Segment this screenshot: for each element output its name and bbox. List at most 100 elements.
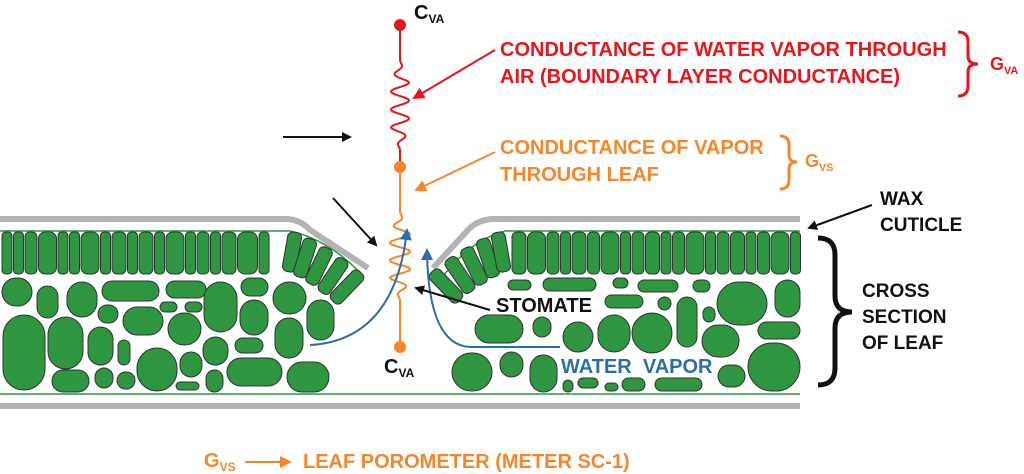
leaf-cell xyxy=(546,231,560,275)
leaf-cell xyxy=(562,321,594,353)
leaf-resistor xyxy=(388,211,412,301)
leaf-cell xyxy=(562,379,574,393)
leaf-cells xyxy=(1,231,801,393)
leaf-cell xyxy=(444,256,476,294)
c-va-top-node xyxy=(394,19,406,31)
leaf-cell xyxy=(185,231,196,275)
wax-cuticle-line-1: WAX xyxy=(880,189,924,210)
leaf-cell xyxy=(692,279,711,293)
leaf-cell xyxy=(490,231,512,273)
g-va-label: GVA xyxy=(990,54,1019,77)
leaf-cell xyxy=(716,231,730,275)
leaf-cell xyxy=(637,279,679,293)
leaf-cell xyxy=(317,257,349,295)
leaf-cell xyxy=(94,367,114,389)
leaf-conductance-line-1: CONDUCTANCE OF VAPOR xyxy=(500,137,764,159)
leaf-cell xyxy=(239,299,269,336)
brace-g-vs xyxy=(779,134,798,191)
arrow-boundary-label xyxy=(412,49,496,100)
leaf-cell xyxy=(474,314,524,344)
leaf-cell xyxy=(730,231,745,275)
leaf-cell xyxy=(66,281,98,318)
leaf-cell xyxy=(111,231,127,275)
leaf-cell xyxy=(36,285,59,319)
leaf-cell xyxy=(305,246,333,286)
wax-cuticle-left xyxy=(0,216,370,271)
leaf-cell xyxy=(179,351,203,378)
boundary-conductance-line-2: AIR (BOUNDARY LAYER CONDUCTANCE) xyxy=(500,66,901,88)
leaf-cell xyxy=(175,381,200,391)
leaf-cell xyxy=(159,301,178,313)
leaf-cell xyxy=(645,231,660,275)
leaf-cell xyxy=(167,312,202,346)
leaf-cell xyxy=(38,231,57,275)
arrow-wax-cuticle xyxy=(807,204,873,230)
epidermis-top-left xyxy=(0,230,363,276)
leaf-cell xyxy=(604,294,644,309)
leaf-cell xyxy=(2,314,46,391)
leaf-cell xyxy=(717,364,746,388)
cross-section-line-2: SECTION xyxy=(862,307,947,328)
leaf-cell xyxy=(184,301,203,313)
leaf-cell xyxy=(685,231,705,275)
boundary-resistor xyxy=(389,59,411,151)
leaf-cell xyxy=(24,231,38,275)
leaf-cell xyxy=(600,231,620,275)
leaf-cell xyxy=(702,306,716,323)
vapor-path-left xyxy=(309,228,412,346)
leaf-top-node xyxy=(394,161,406,173)
leaf-cell xyxy=(272,281,307,315)
leaf-cell xyxy=(511,231,527,275)
stomate-label: STOMATE xyxy=(496,295,592,317)
leaf-cell xyxy=(286,361,330,393)
leaf-cell xyxy=(274,317,304,359)
leaf-cell xyxy=(527,231,546,275)
arrow-stomate xyxy=(414,285,491,311)
leaf-cell xyxy=(306,299,335,341)
leaf-cell xyxy=(221,231,237,275)
legend-text: LEAF POROMETER (METER SC-1) xyxy=(303,451,630,473)
wax-cuticle-right xyxy=(430,216,800,271)
leaf-cell xyxy=(654,377,703,392)
leaf-cell xyxy=(571,231,587,275)
leaf-cell xyxy=(47,316,84,370)
leaf-cell xyxy=(127,231,138,275)
leaf-cell xyxy=(97,304,119,324)
c-va-top-label: CVA xyxy=(414,2,445,27)
leaf-cell xyxy=(672,231,685,275)
leaf-cell xyxy=(13,231,24,275)
pointer-arrow-stomate-opening xyxy=(332,197,378,247)
leaf-cell xyxy=(529,354,558,393)
leaf-cell xyxy=(790,231,801,275)
leaf-cell xyxy=(747,342,801,392)
leaf-cell xyxy=(202,336,229,366)
leaf-cell xyxy=(205,369,224,393)
leaf-cell xyxy=(122,306,164,336)
leaf-cell xyxy=(560,231,571,275)
leaf-cell xyxy=(210,231,221,275)
leaf-cell xyxy=(165,231,185,275)
leaf-cell xyxy=(138,231,154,275)
leaf-cell xyxy=(80,231,100,275)
leaf-cell xyxy=(542,277,597,292)
boundary-conductance-line-1: CONDUCTANCE OF WATER VAPOR THROUGH xyxy=(500,39,947,61)
leaf-cell xyxy=(604,382,619,392)
leaf-cell xyxy=(757,231,770,275)
c-va-bottom-node xyxy=(394,341,406,353)
leaf-cell xyxy=(101,280,160,302)
leaf-cell xyxy=(154,231,165,275)
epidermis-top-right xyxy=(439,230,800,281)
leaf-cell xyxy=(69,231,80,275)
leaf-cell xyxy=(258,231,270,275)
leaf-cell xyxy=(631,231,645,275)
leaf-cell xyxy=(507,279,532,291)
leaf-cell xyxy=(100,231,111,275)
leaf-cell xyxy=(136,347,178,392)
leaf-cell xyxy=(460,246,488,286)
leaf-cell xyxy=(701,324,740,358)
leaf-cell xyxy=(203,281,238,333)
leaf-cell xyxy=(51,369,90,393)
leaf-cell xyxy=(1,277,33,307)
